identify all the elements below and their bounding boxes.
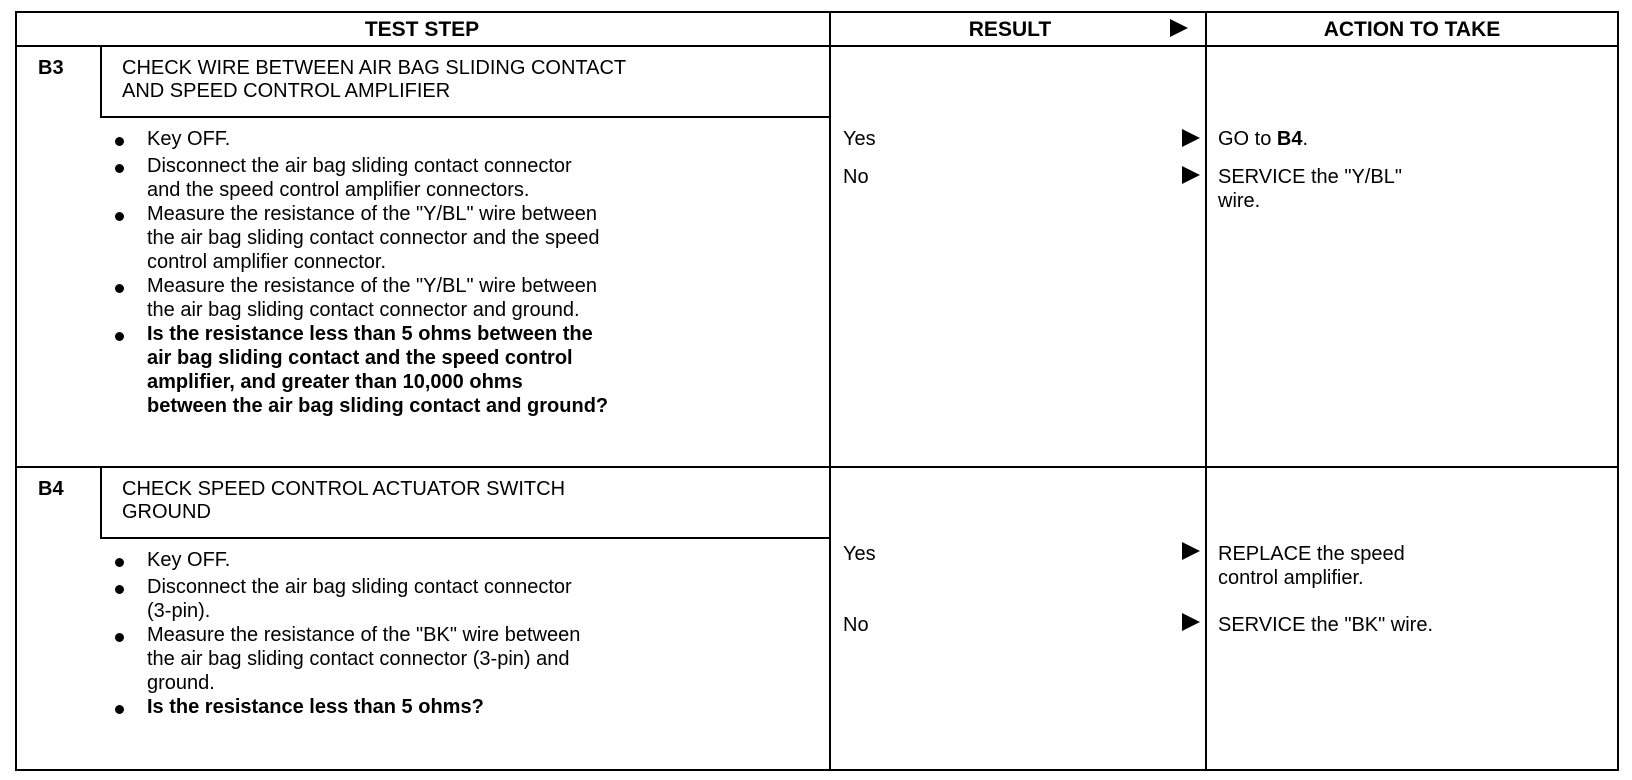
bullet-icon — [115, 558, 124, 567]
b4-title-line-2: GROUND — [122, 501, 211, 523]
table-border-right — [1617, 11, 1619, 771]
b3-id-divider — [100, 45, 102, 118]
b3-question-line-3: amplifier, and greater than 10,000 ohms — [147, 371, 523, 393]
b3-action-yes-suffix: . — [1302, 128, 1309, 150]
b4-title-line-1: CHECK SPEED CONTROL ACTUATOR SWITCH — [122, 478, 566, 500]
b3-step-1: Key OFF. — [147, 128, 231, 150]
b3-title-line-2: AND SPEED CONTROL AMPLIFIER — [122, 80, 451, 102]
b3-no-arrow-icon — [1182, 166, 1200, 184]
b3-yes-arrow-icon — [1182, 129, 1200, 147]
b4-step-3-line-1: Measure the resistance of the "BK" wire … — [147, 624, 581, 646]
bullet-icon — [115, 137, 124, 146]
b3-step-2-line-2: and the speed control amplifier connecto… — [147, 179, 530, 201]
b4-id-divider — [100, 466, 102, 539]
bullet-icon — [115, 633, 124, 642]
b3-step-3-line-3: control amplifier connector. — [147, 251, 387, 273]
bullet-icon — [115, 332, 124, 341]
bullet-icon — [115, 705, 124, 714]
b4-step-2-line-1: Disconnect the air bag sliding contact c… — [147, 576, 572, 598]
bullet-icon — [115, 585, 124, 594]
b4-yes-arrow-icon — [1182, 542, 1200, 560]
b3-result-no: No — [843, 166, 869, 188]
b4-step-3-line-3: ground. — [147, 672, 215, 694]
header-result: RESULT — [968, 18, 1052, 41]
table-border-bottom — [15, 769, 1619, 771]
b3-step-2-line-1: Disconnect the air bag sliding contact c… — [147, 155, 572, 177]
b3-step-4-line-1: Measure the resistance of the "Y/BL" wir… — [147, 275, 597, 297]
result-column-divider — [829, 11, 831, 771]
b3-result-yes: Yes — [843, 128, 876, 150]
header-divider — [15, 45, 1619, 47]
b3-action-yes: GO to B4. — [1218, 128, 1308, 151]
b3-step-4-line-2: the air bag sliding contact connector an… — [147, 299, 580, 321]
b4-question: Is the resistance less than 5 ohms? — [147, 696, 484, 718]
b3-step-id: B3 — [38, 57, 64, 79]
b3-question-line-4: between the air bag sliding contact and … — [147, 395, 609, 417]
b3-action-no-line-2: wire. — [1218, 190, 1261, 212]
b4-action-yes-line-2: control amplifier. — [1218, 567, 1364, 589]
b4-result-no: No — [843, 614, 869, 636]
bullet-icon — [115, 212, 124, 221]
b3-step-3-line-2: the air bag sliding contact connector an… — [147, 227, 600, 249]
b3-title-line-1: CHECK WIRE BETWEEN AIR BAG SLIDING CONTA… — [122, 57, 627, 79]
b3-action-yes-prefix: GO to — [1218, 128, 1277, 150]
b4-step-id: B4 — [38, 478, 64, 500]
b3-step-3-line-1: Measure the resistance of the "Y/BL" wir… — [147, 203, 597, 225]
header-test-step: TEST STEP — [364, 18, 480, 41]
b3-title-divider — [100, 116, 829, 118]
b3-question-line-1: Is the resistance less than 5 ohms betwe… — [147, 323, 593, 345]
header-arrow-icon — [1170, 19, 1188, 37]
b3-b4-divider — [15, 466, 1619, 468]
b4-step-2-line-2: (3-pin). — [147, 600, 211, 622]
b4-action-no: SERVICE the "BK" wire. — [1218, 614, 1434, 636]
b3-action-yes-target: B4 — [1276, 128, 1303, 150]
b4-step-3-line-2: the air bag sliding contact connector (3… — [147, 648, 570, 670]
table-border-top — [15, 11, 1619, 13]
table-border-left — [15, 11, 17, 771]
bullet-icon — [115, 164, 124, 173]
b3-action-no-line-1: SERVICE the "Y/BL" — [1218, 166, 1402, 188]
b3-question-line-2: air bag sliding contact and the speed co… — [147, 347, 573, 369]
b4-result-yes: Yes — [843, 543, 876, 565]
bullet-icon — [115, 284, 124, 293]
b4-title-divider — [100, 537, 829, 539]
b4-action-yes-line-1: REPLACE the speed — [1218, 543, 1405, 565]
b4-no-arrow-icon — [1182, 613, 1200, 631]
action-column-divider — [1205, 11, 1207, 771]
b4-step-1: Key OFF. — [147, 549, 231, 571]
header-action: ACTION TO TAKE — [1323, 18, 1501, 41]
